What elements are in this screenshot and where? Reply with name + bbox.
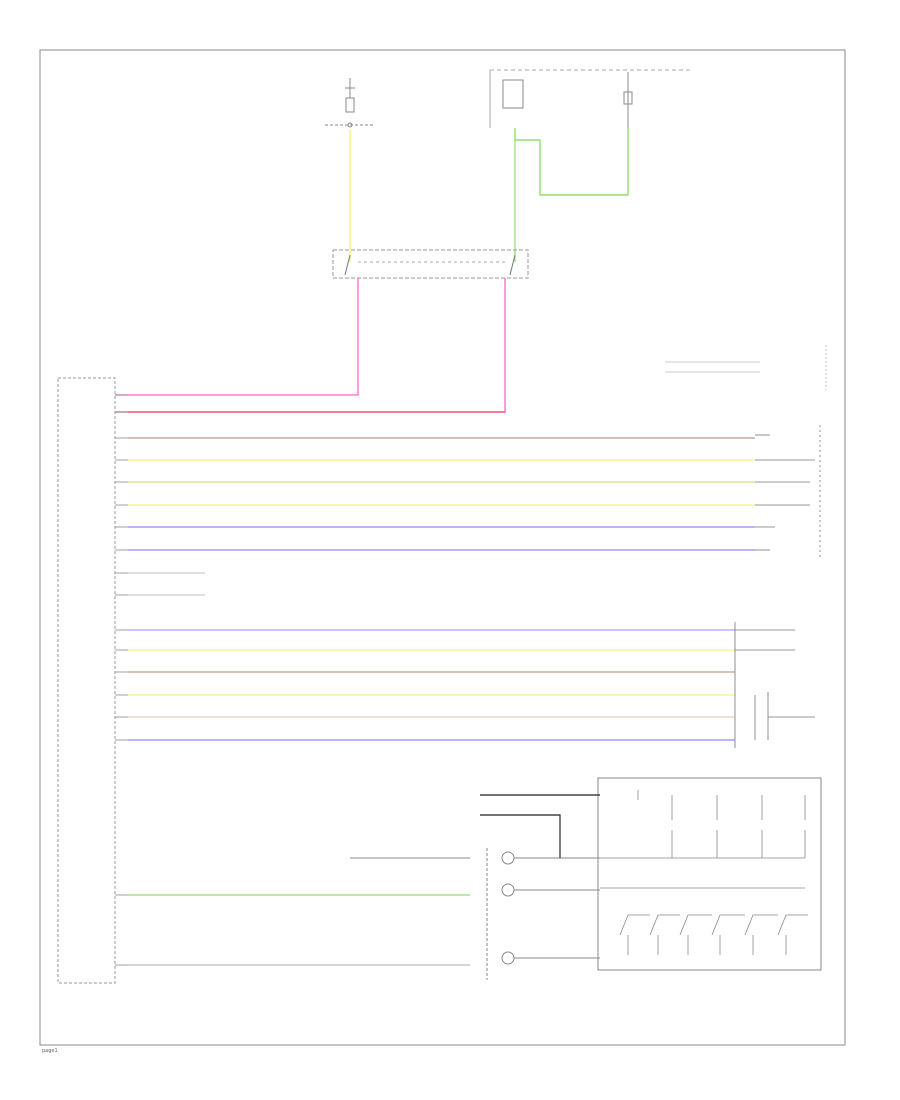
- wire-dark-2: [480, 814, 561, 858]
- upper-right-label-lines: [665, 345, 827, 390]
- module-pin-stubs: [115, 394, 128, 966]
- top-fuse-block: [325, 78, 375, 128]
- wire-green-feed: [514, 128, 629, 196]
- steering-switch-block: [597, 777, 822, 971]
- central-junction-box: [489, 69, 690, 128]
- brake-switch-box: [332, 249, 529, 279]
- steering-switch-internals: [600, 790, 808, 955]
- clockspring: [486, 848, 600, 980]
- page-number: page1: [42, 1048, 58, 1054]
- wire-pink-1: [115, 278, 359, 396]
- right-connector-lower: [734, 622, 815, 748]
- control-module-box: [57, 377, 116, 984]
- diagram-frame: [39, 49, 846, 1046]
- right-connector-upper: [755, 425, 821, 560]
- wire-pink-2: [115, 278, 506, 413]
